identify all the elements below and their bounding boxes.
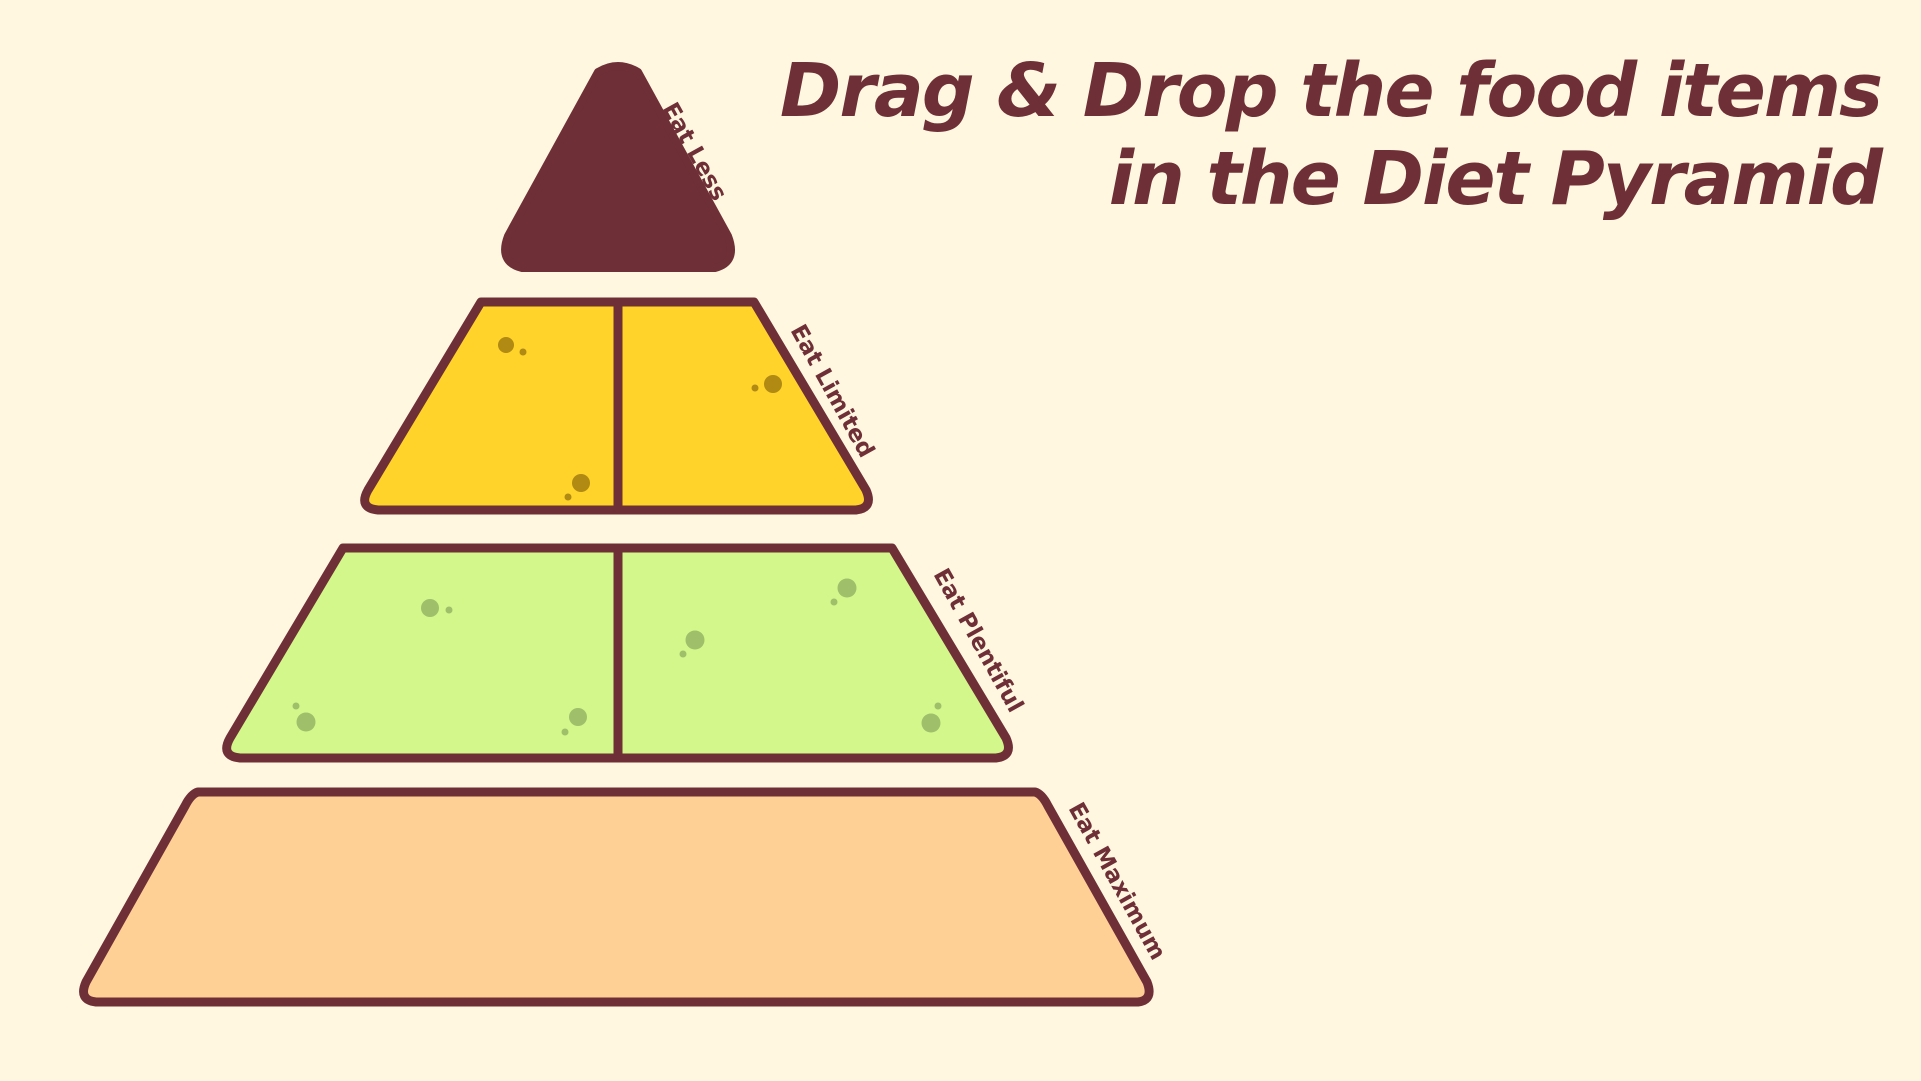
tier-eat-plentiful: Eat Plentiful	[222, 543, 1028, 763]
tier-eat-maximum: Eat Maximum	[79, 787, 1171, 1007]
slot-eat-limited-right[interactable]	[613, 297, 873, 515]
slot-eat-plentiful-left[interactable]	[222, 543, 623, 763]
tier-eat-limited: Eat Limited	[360, 297, 879, 515]
decor-dots-limited	[498, 337, 782, 501]
tier-eat-less[interactable]: Eat Less	[501, 62, 735, 272]
slot-eat-maximum[interactable]	[79, 787, 1154, 1007]
slot-eat-plentiful-right[interactable]	[613, 543, 1013, 763]
decor-dots-plentiful	[292, 578, 942, 736]
title-line-2: in the Diet Pyramid	[1108, 136, 1883, 222]
slot-eat-limited-left[interactable]	[360, 297, 623, 515]
diet-pyramid: Eat Less Eat Limited	[79, 62, 1171, 1007]
title-line-1: Drag & Drop the food items	[779, 48, 1883, 134]
tier-eat-less-shape[interactable]	[501, 62, 735, 272]
